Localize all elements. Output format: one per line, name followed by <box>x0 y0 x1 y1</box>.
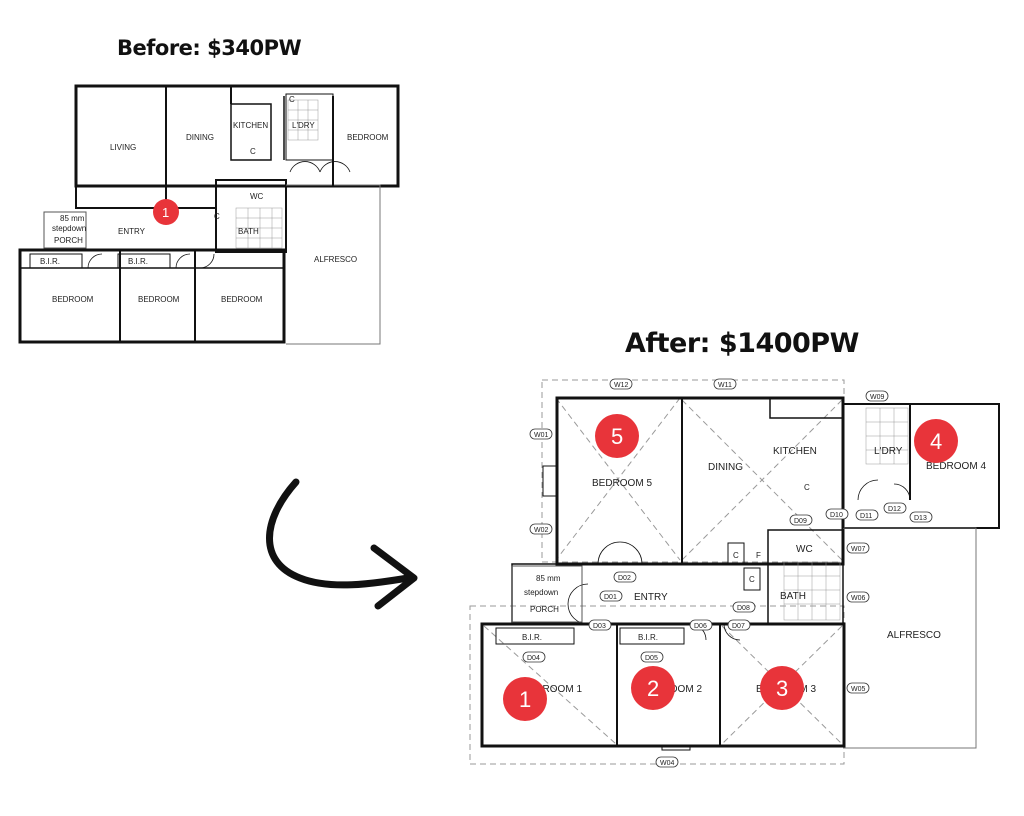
svg-text:1: 1 <box>162 205 169 220</box>
before-floorplan: LIVING DINING KITCHEN L'DRY BEDROOM WC B… <box>18 84 400 345</box>
svg-text:D12: D12 <box>888 506 901 513</box>
before-laundry-label: L'DRY <box>292 121 315 130</box>
before-bedroom-b-label: BEDROOM <box>138 295 180 304</box>
before-c1-label: C <box>289 95 295 104</box>
svg-text:W01: W01 <box>534 432 549 439</box>
after-bedroom4-label: BEDROOM 4 <box>926 461 986 472</box>
svg-text:W04: W04 <box>660 760 675 767</box>
svg-text:D04: D04 <box>527 655 540 662</box>
svg-text:3: 3 <box>776 676 788 701</box>
before-entry-label: ENTRY <box>118 227 146 236</box>
after-f-label: F <box>756 551 761 560</box>
after-stepdown-1: 85 mm <box>536 574 561 583</box>
before-bir-2-label: B.I.R. <box>128 257 148 266</box>
before-c2-label: C <box>250 147 256 156</box>
svg-text:2: 2 <box>647 676 659 701</box>
after-porch-label: PORCH <box>530 605 559 614</box>
svg-text:D03: D03 <box>593 623 606 630</box>
after-laundry-label: L'DRY <box>874 446 903 457</box>
before-bedroom-a-label: BEDROOM <box>52 295 94 304</box>
after-tag-labels: W12 W11 W09 W01 W02 W07 W06 W05 W04 D01 … <box>527 382 927 767</box>
after-bir-1-label: B.I.R. <box>522 633 542 642</box>
after-bedroom1-label: BEDROOM 1 <box>522 684 582 695</box>
svg-text:W06: W06 <box>851 595 866 602</box>
after-bir-2-label: B.I.R. <box>638 633 658 642</box>
after-alfresco-label: ALFRESCO <box>887 630 941 641</box>
after-bedroom5-label: BEDROOM 5 <box>592 478 652 489</box>
svg-text:1: 1 <box>519 687 531 712</box>
svg-text:5: 5 <box>611 424 623 449</box>
before-title: Before: $340PW <box>117 36 302 60</box>
after-badge-1: 1 <box>503 677 547 721</box>
before-c3-label: C <box>214 212 220 221</box>
before-stepdown-2: stepdown <box>52 224 86 233</box>
after-stepdown-2: stepdown <box>524 588 558 597</box>
after-title: After: $1400PW <box>625 328 859 359</box>
after-c2-label: C <box>733 551 739 560</box>
svg-text:D02: D02 <box>618 575 631 582</box>
after-badge-3: 3 <box>760 666 804 710</box>
after-tags <box>522 378 933 768</box>
svg-text:D10: D10 <box>830 512 843 519</box>
after-dining-label: DINING <box>708 462 743 473</box>
svg-text:D09: D09 <box>794 518 807 525</box>
svg-text:4: 4 <box>930 429 942 454</box>
curved-arrow-icon <box>266 478 412 589</box>
svg-text:D06: D06 <box>694 623 707 630</box>
after-kitchen-label: KITCHEN <box>773 446 817 457</box>
before-bedroom-c-label: BEDROOM <box>221 295 263 304</box>
svg-text:D13: D13 <box>914 515 927 522</box>
svg-text:D07: D07 <box>732 623 745 630</box>
before-bir-1-label: B.I.R. <box>40 257 60 266</box>
after-entry-label: ENTRY <box>634 592 668 603</box>
after-badge-2: 2 <box>631 666 675 710</box>
svg-text:W02: W02 <box>534 527 549 534</box>
svg-text:W05: W05 <box>851 686 866 693</box>
svg-text:D05: D05 <box>645 655 658 662</box>
before-kitchen-label: KITCHEN <box>233 121 268 130</box>
after-floorplan: BEDROOM 5 DINING KITCHEN L'DRY BEDROOM 4… <box>469 378 1000 768</box>
svg-text:W11: W11 <box>718 382 732 389</box>
before-bedroom-back-label: BEDROOM <box>347 133 389 142</box>
before-porch-label: PORCH <box>54 236 83 245</box>
before-living-label: LIVING <box>110 143 136 152</box>
after-c1-label: C <box>804 483 810 492</box>
after-bath-label: BATH <box>780 591 806 602</box>
before-wc-label: WC <box>250 192 264 201</box>
svg-text:W12: W12 <box>614 382 629 389</box>
after-badge-5: 5 <box>595 414 639 458</box>
after-wc-label: WC <box>796 544 813 555</box>
before-dining-label: DINING <box>186 133 214 142</box>
before-badge-1: 1 <box>153 199 179 225</box>
svg-text:D11: D11 <box>860 513 872 520</box>
before-alfresco-label: ALFRESCO <box>314 255 357 264</box>
svg-text:W07: W07 <box>851 546 866 553</box>
after-badge-4: 4 <box>914 419 958 463</box>
before-bath-label: BATH <box>238 227 259 236</box>
svg-text:D08: D08 <box>737 605 750 612</box>
svg-text:W09: W09 <box>870 394 885 401</box>
after-c3-label: C <box>749 575 755 584</box>
svg-text:D01: D01 <box>604 594 617 601</box>
before-stepdown-1: 85 mm <box>60 214 85 223</box>
